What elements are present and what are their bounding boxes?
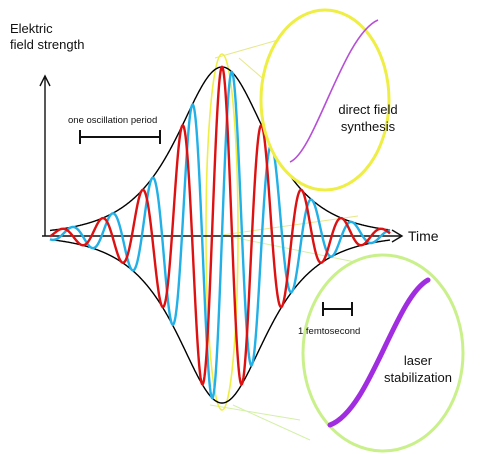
- y-axis-arrowhead: [39, 74, 51, 87]
- x-axis-label: Time: [408, 228, 439, 244]
- red-wave: [49, 65, 391, 387]
- zoom-top-label-line2: synthesis: [341, 119, 396, 134]
- zoom-bottom-curve: [327, 277, 431, 428]
- y-axis-label-line1: Elektric: [10, 21, 53, 36]
- highlight-ellipse: [205, 53, 239, 411]
- connector-top-lower: [221, 215, 359, 236]
- connector-top-left: [214, 39, 279, 59]
- zoom-bottom-label-line1: laser: [404, 353, 433, 368]
- zoom-top-curve: [289, 19, 379, 163]
- zoom-bottom-label-line2: stabilization: [384, 370, 452, 385]
- oscillation-period-bracket: [79, 130, 161, 144]
- zoom-top-label-line1: direct field: [338, 102, 397, 117]
- x-axis-arrowhead: [391, 229, 404, 243]
- connector-bottom-left: [209, 404, 301, 421]
- femtosecond-label: 1 femtosecond: [298, 326, 360, 337]
- y-axis-label-line2: field strength: [10, 37, 84, 52]
- zoom-bottom: [301, 253, 465, 453]
- connector-bottom-right: [232, 404, 311, 441]
- connector-bottom-upper: [221, 234, 356, 263]
- zoom-top-ellipse: [259, 8, 391, 192]
- oscillation-period-label: one oscillation period: [68, 115, 157, 126]
- femtosecond-bracket: [322, 302, 353, 316]
- envelope-upper: [50, 66, 391, 232]
- zoom-top: [259, 8, 391, 192]
